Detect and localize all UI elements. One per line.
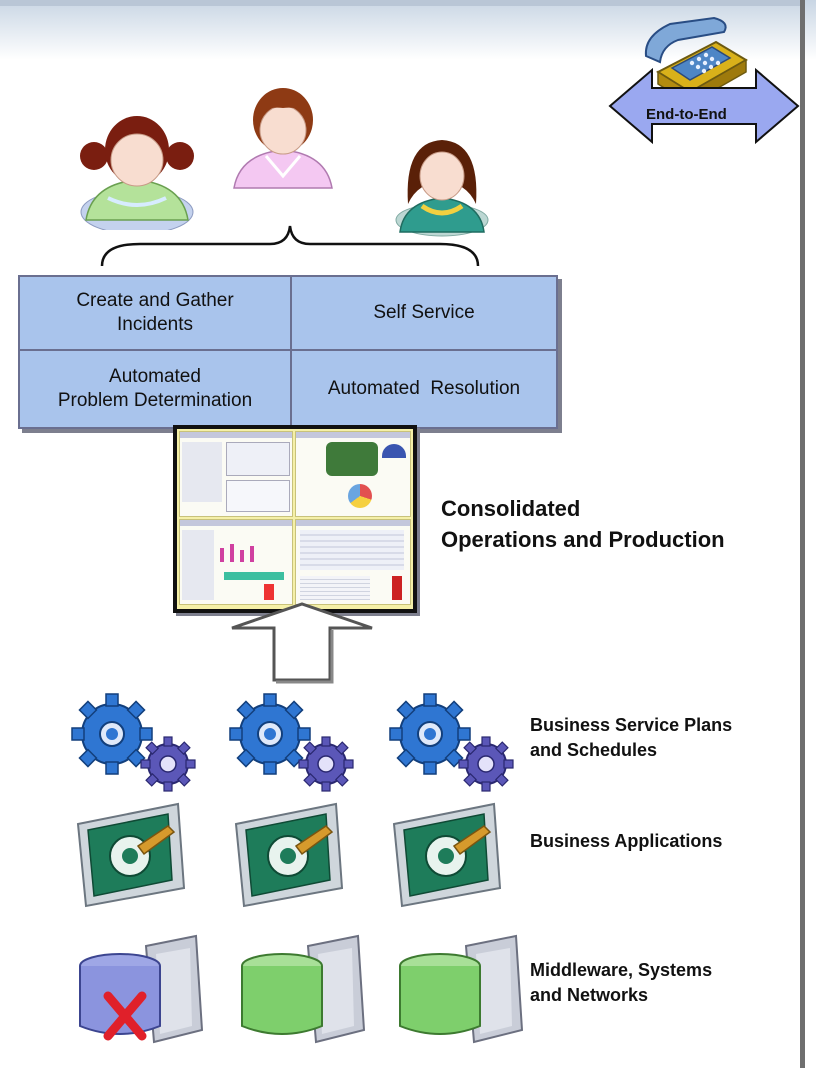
layer-line: Business Applications — [530, 831, 723, 851]
consolidated-line-2: Operations and Production — [441, 527, 725, 552]
layer-line: and Networks — [530, 985, 649, 1005]
gear-icon — [71, 693, 196, 792]
business-service-plans-label: Business Service Plans and Schedules — [530, 713, 732, 763]
cell-line: Self Service — [373, 302, 475, 323]
layer-line: Business Service Plans — [530, 715, 733, 735]
business-applications-label: Business Applications — [530, 829, 722, 854]
cell-line: Problem Determination — [57, 390, 253, 411]
cell-line: Automated — [109, 366, 201, 387]
screenshot-pane — [179, 431, 293, 517]
layer-line: and Schedules — [530, 740, 658, 760]
gear-icon — [389, 693, 514, 792]
database-icon — [241, 935, 365, 1043]
database-icon — [399, 935, 523, 1043]
application-icon — [393, 803, 501, 907]
application-icon — [77, 803, 185, 907]
screenshot-pane — [295, 431, 411, 517]
cell-line: Automated Resolution — [327, 378, 521, 399]
self-service-cell: Self Service — [291, 276, 557, 350]
end-to-end-label: End-to-End — [646, 106, 727, 123]
console-screenshot-collage — [173, 425, 417, 613]
end-to-end-arrow — [608, 67, 800, 145]
person-icon-right — [395, 140, 489, 237]
database-error-icon — [79, 935, 203, 1043]
end-to-end-graphic — [608, 16, 800, 145]
up-arrow — [231, 602, 373, 684]
applications-row — [77, 803, 501, 907]
right-edge-rule — [800, 0, 805, 1068]
cell-line: Incidents — [116, 314, 194, 335]
gear-icon — [229, 693, 354, 792]
consolidated-label: Consolidated Operations and Production — [441, 493, 725, 555]
middleware-systems-label: Middleware, Systems and Networks — [530, 958, 712, 1008]
middleware-row — [79, 935, 523, 1043]
screenshot-pane — [179, 519, 293, 605]
gears-row — [71, 693, 514, 792]
cell-line: Create and Gather — [76, 290, 234, 311]
person-icon-left — [80, 116, 194, 230]
application-icon — [235, 803, 343, 907]
layer-line: Middleware, Systems — [530, 960, 713, 980]
screenshot-pane — [295, 519, 411, 605]
consolidated-line-1: Consolidated — [441, 496, 581, 521]
person-icon-center — [233, 88, 333, 189]
header-band — [0, 0, 800, 6]
grouping-brace — [100, 225, 480, 267]
automated-resolution-cell: Automated Resolution — [291, 350, 557, 428]
